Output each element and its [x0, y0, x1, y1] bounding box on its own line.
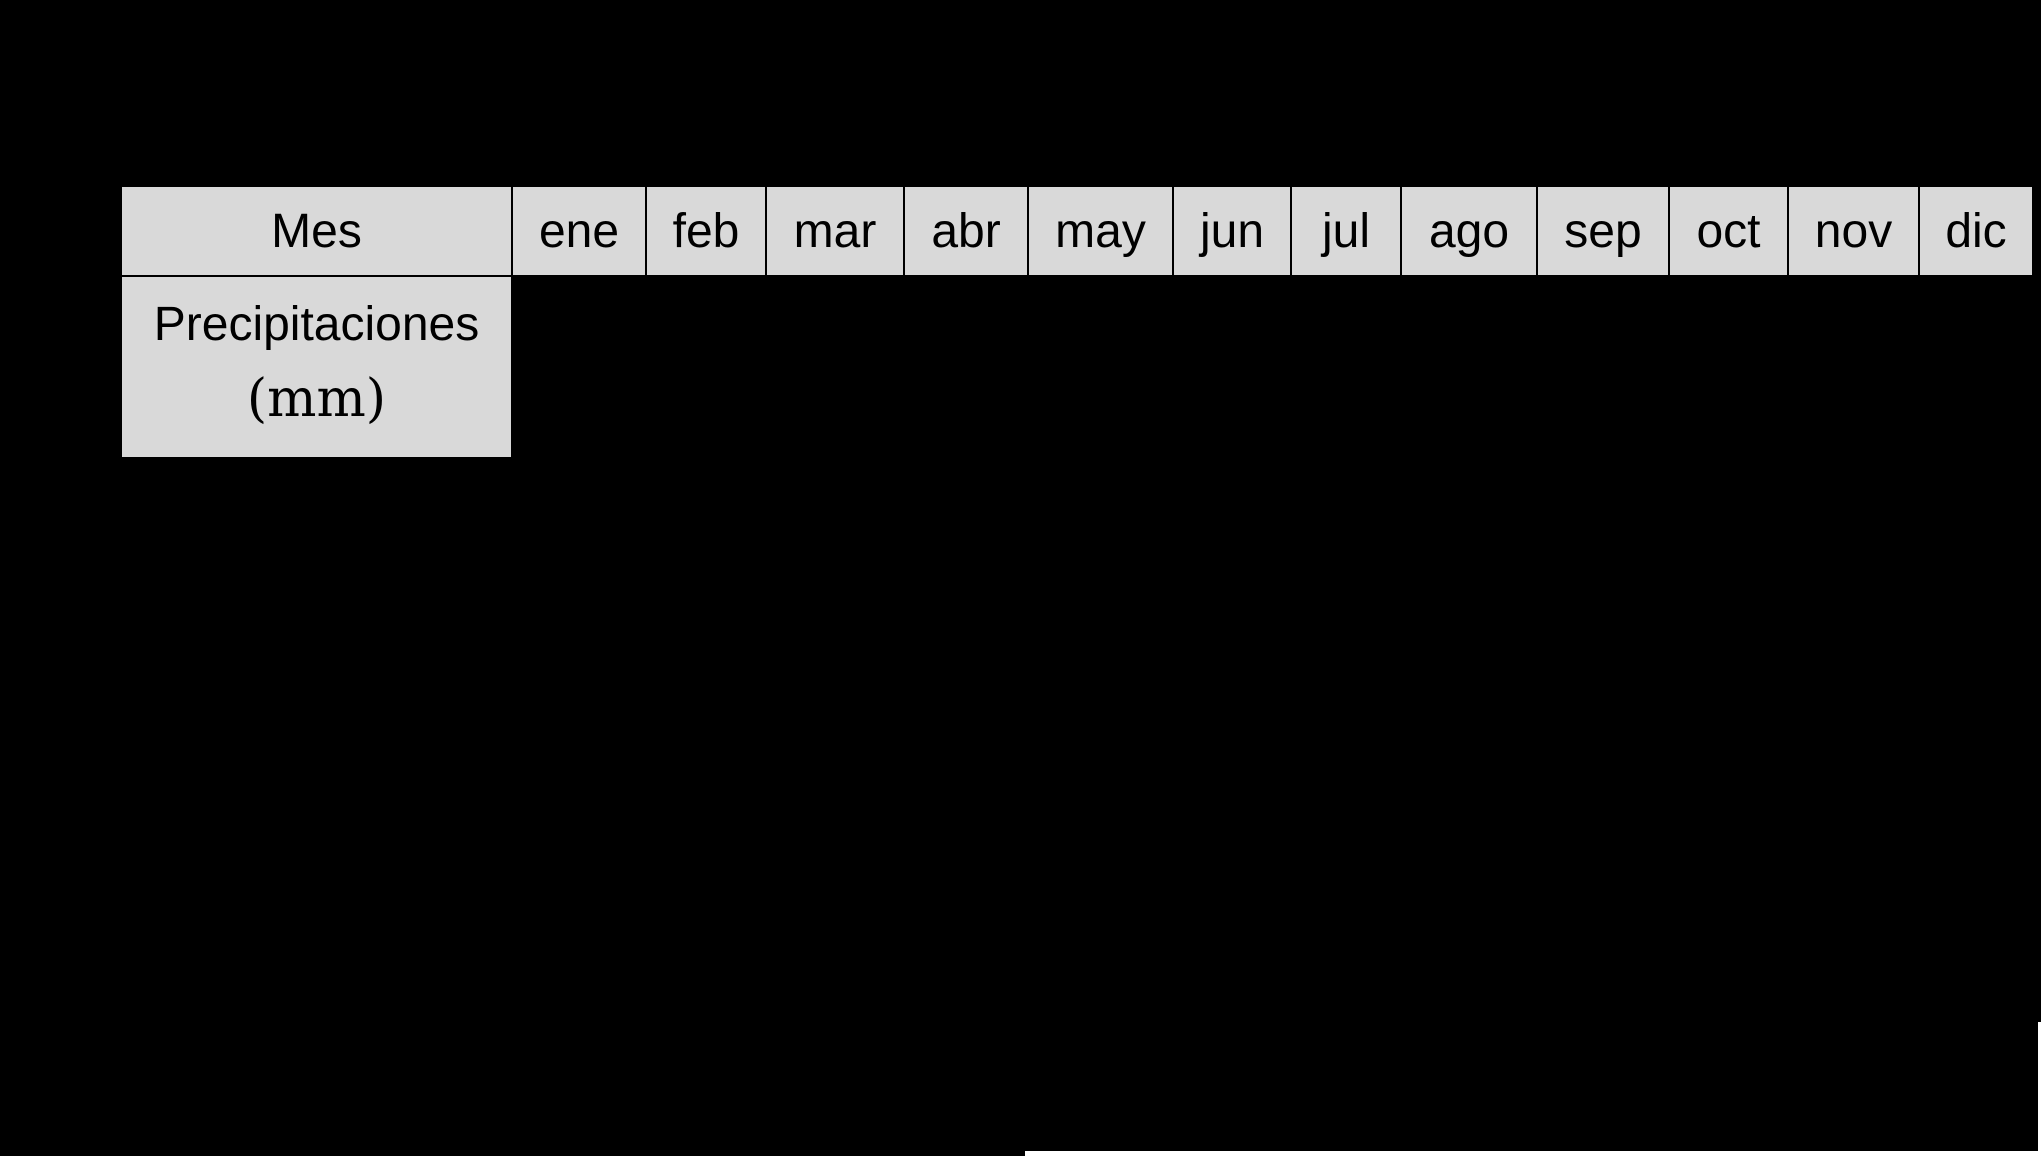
month-cell-jul: jul — [1290, 185, 1402, 277]
bottom-edge-line — [1025, 1151, 2041, 1156]
precipitation-value-ago — [1400, 275, 1538, 459]
month-header-label: Mes — [120, 185, 513, 277]
right-edge-line — [2038, 1022, 2041, 1156]
month-header-row: Mes ene feb mar abr may jun jul ago sep … — [120, 185, 2034, 277]
precipitation-value-abr — [903, 275, 1029, 459]
month-cell-ago: ago — [1400, 185, 1538, 277]
precipitation-value-jul — [1290, 275, 1402, 459]
precipitation-unit: (mm) — [246, 369, 387, 429]
month-cell-oct: oct — [1668, 185, 1789, 277]
month-cell-abr: abr — [903, 185, 1029, 277]
precipitation-value-nov — [1787, 275, 1920, 459]
month-cell-ene: ene — [511, 185, 647, 277]
precipitation-value-jun — [1172, 275, 1292, 459]
month-cell-nov: nov — [1787, 185, 1920, 277]
precipitation-label: Precipitaciones (mm) — [120, 275, 513, 459]
month-cell-mar: mar — [765, 185, 905, 277]
month-cell-may: may — [1027, 185, 1174, 277]
precipitation-label-text: Precipitaciones — [153, 298, 480, 351]
month-cell-jun: jun — [1172, 185, 1292, 277]
precipitation-value-oct — [1668, 275, 1789, 459]
precipitation-value-may — [1027, 275, 1174, 459]
month-cell-feb: feb — [645, 185, 767, 277]
precipitation-value-mar — [765, 275, 905, 459]
month-cell-sep: sep — [1536, 185, 1670, 277]
precipitation-row: Precipitaciones (mm) — [120, 275, 2034, 459]
precipitation-value-ene — [511, 275, 647, 459]
precipitation-table-container: Mes ene feb mar abr may jun jul ago sep … — [120, 185, 2034, 459]
precipitation-value-sep — [1536, 275, 1670, 459]
precipitation-table: Mes ene feb mar abr may jun jul ago sep … — [120, 185, 2034, 459]
precipitation-value-feb — [645, 275, 767, 459]
month-cell-dic: dic — [1918, 185, 2034, 277]
precipitation-value-dic — [1918, 275, 2034, 459]
